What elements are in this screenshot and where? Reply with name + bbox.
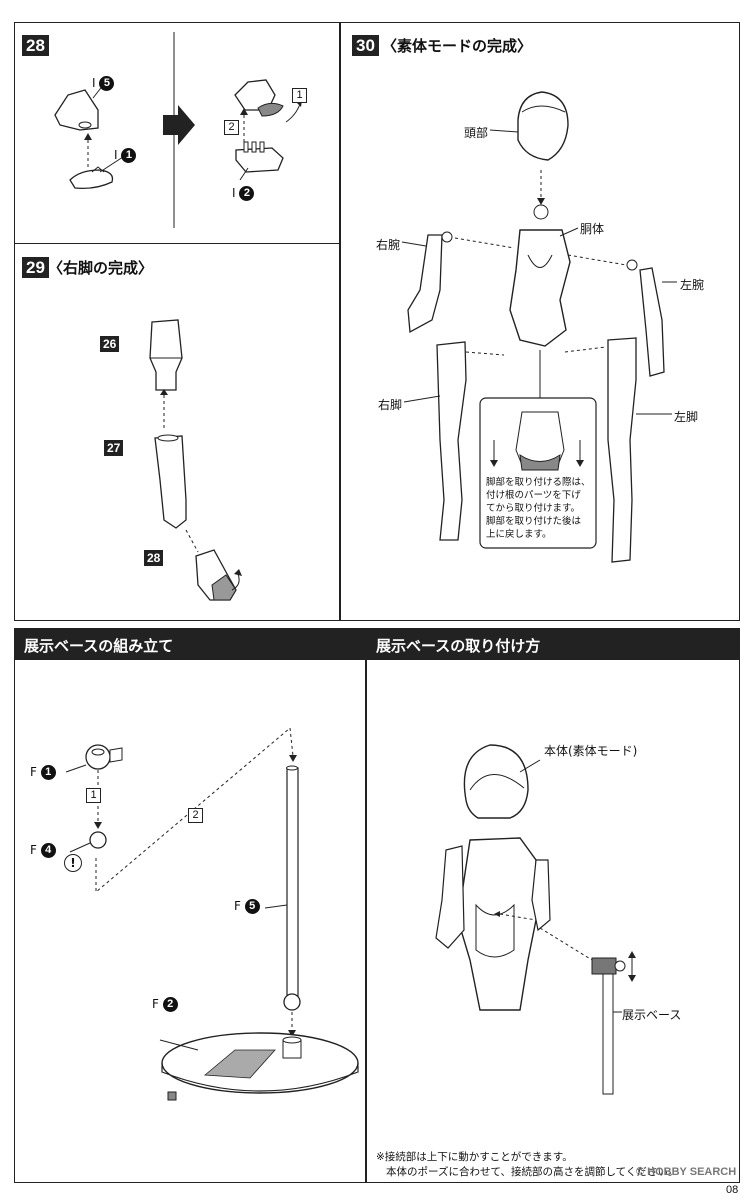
order-2: 2: [188, 808, 203, 823]
callout-note: 脚部を取り付ける際は、 付け根のパーツを下げ てから取り付けます。 脚部を取り付…: [486, 477, 591, 540]
part-label-I5: I 5: [92, 76, 115, 91]
order-2: 2: [224, 120, 239, 135]
panel-base-attach: [366, 628, 740, 1183]
tag-27: 27: [104, 440, 124, 456]
step-number: 28: [22, 35, 49, 56]
section-header: 展示ベースの組み立て: [14, 628, 366, 660]
step-title: 〈素体モードの完成〉: [382, 37, 533, 55]
label-display-base: 展示ベース: [622, 1008, 682, 1022]
label-head: 頭部: [464, 126, 489, 140]
page-number: 08: [726, 1184, 739, 1196]
panel-step-29: [14, 243, 340, 621]
part-label-F5: F 5: [234, 899, 260, 914]
panel-base-assembly: [14, 628, 366, 1183]
label-right-arm: 右腕: [376, 238, 401, 252]
part-label-F4: F 4: [30, 843, 56, 858]
order-1: 1: [86, 788, 101, 803]
caution-icon: !: [64, 854, 82, 872]
step-title: 〈右脚の完成〉: [48, 259, 154, 277]
label-torso: 胴体: [580, 222, 605, 236]
section-header: 展示ベースの取り付け方: [366, 628, 740, 660]
step-number: 29: [22, 257, 49, 278]
label-left-leg: 左脚: [674, 410, 699, 424]
step-number: 30: [352, 35, 379, 56]
part-label-F2: F 2: [152, 997, 178, 1012]
adjust-note: ※接続部は上下に動かすことができます。 本体のポーズに合わせて、接続部の高さを調…: [376, 1151, 679, 1178]
part-label-I1: I 1: [114, 148, 137, 163]
label-right-leg: 右脚: [378, 398, 403, 412]
part-label-F1: F 1: [30, 765, 56, 780]
tag-28: 28: [144, 550, 164, 566]
watermark: © HOBBY SEARCH: [636, 1166, 737, 1178]
part-label-I2: I 2: [232, 186, 255, 201]
tag-26: 26: [100, 336, 120, 352]
label-left-arm: 左腕: [680, 278, 705, 292]
order-1: 1: [292, 88, 307, 103]
label-body-mode: 本体(素体モード): [544, 744, 638, 758]
